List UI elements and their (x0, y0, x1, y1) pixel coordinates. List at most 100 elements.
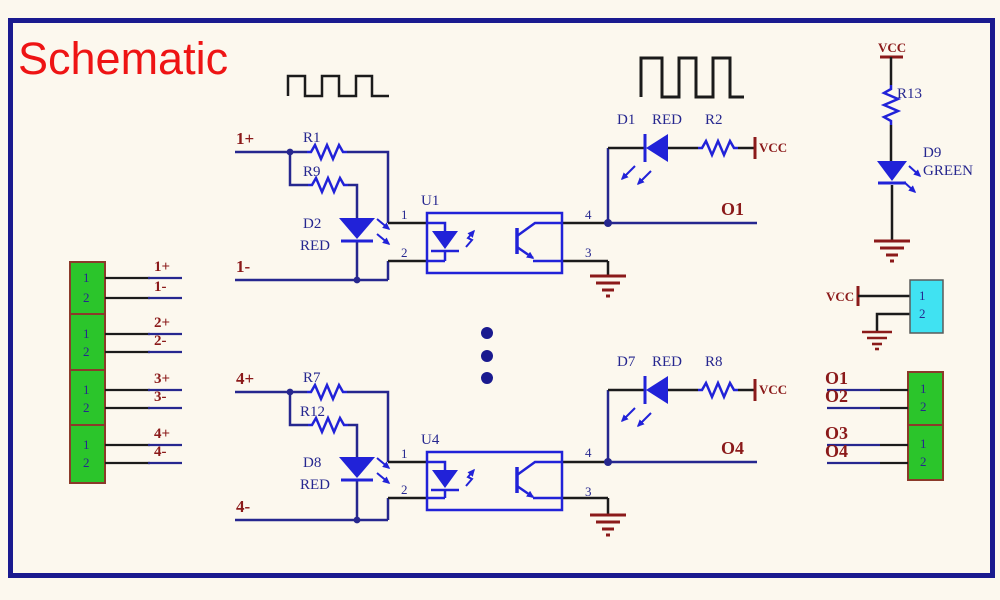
resistor-r1 (307, 141, 347, 163)
opto-u1-icon (425, 211, 564, 275)
r13-label: R13 (897, 86, 923, 102)
resistor-r2 (698, 137, 738, 159)
ch4-u4-label: U4 (421, 432, 440, 448)
power-conn-vcc-label: VCC (826, 289, 855, 304)
ch1-r9-label: R9 (303, 164, 321, 180)
ch4-d8-color-label: RED (300, 477, 330, 493)
input-terminal-blocks (69, 261, 106, 484)
ch1-output-label: O1 (721, 199, 745, 219)
channel1-wires (235, 148, 757, 282)
input-block1-pin2: 2 (83, 290, 90, 305)
page-border (8, 18, 995, 578)
ch4-d7-color-label: RED (652, 354, 682, 370)
output-terminal-wires (827, 388, 908, 465)
input-row-label-1n: 1- (154, 279, 167, 295)
ch4-d8-label: D8 (303, 455, 322, 471)
ch4-vcc-label: VCC (759, 382, 788, 397)
ch1-pin1-label: 1 (401, 207, 408, 222)
led-d9-icon (877, 161, 922, 194)
ch4-r8-label: R8 (705, 354, 723, 370)
resistor-r12 (308, 414, 348, 436)
ch1-input-pos-label: 1+ (236, 129, 255, 148)
ch1-pin3-label: 3 (585, 245, 592, 260)
output-row-label-o4: O4 (825, 441, 849, 461)
ground-ch4-icon (590, 513, 626, 537)
power-vcc-label: VCC (878, 40, 907, 55)
opto-u4-icon (425, 450, 564, 512)
input-block4-pin1: 1 (83, 437, 90, 452)
output-row-label-o3: O3 (825, 423, 849, 443)
output-block2-pin2: 2 (920, 454, 927, 469)
input-row-label-3p: 3+ (154, 371, 171, 387)
ch4-pin2-label: 2 (401, 482, 408, 497)
input-block4-pin2: 2 (83, 455, 90, 470)
output-block1-pin2: 2 (920, 399, 927, 414)
ch4-d7-label: D7 (617, 354, 636, 370)
ch4-r12-label: R12 (300, 404, 326, 420)
power-connector-wires (856, 286, 910, 351)
d9-label: D9 (923, 145, 942, 161)
ch4-input-neg-label: 4- (236, 497, 251, 516)
ground-ch1-icon (590, 274, 626, 298)
led-d1-icon (620, 134, 668, 186)
resistor-r9 (308, 174, 348, 196)
ch1-r1-label: R1 (303, 130, 321, 146)
input-row-label-1p: 1+ (154, 259, 171, 275)
power-connector-block (909, 279, 944, 334)
channel4-stubs (388, 388, 754, 515)
junction-dots (286, 148, 612, 524)
ch1-d1-label: D1 (617, 112, 636, 128)
ch1-d1-color-label: RED (652, 112, 682, 128)
channel1-resistors (307, 137, 738, 196)
ch1-input-neg-label: 1- (236, 257, 251, 276)
ch1-pin2-label: 2 (401, 245, 408, 260)
output-terminal-blocks (907, 371, 944, 481)
input-row-label-2n: 2- (154, 333, 167, 349)
page-title: Schematic (18, 33, 229, 84)
ch1-d2-color-label: RED (300, 238, 330, 254)
input-block1-pin1: 1 (83, 270, 90, 285)
output-row-label-o1: O1 (825, 368, 849, 388)
ch1-u1-label: U1 (421, 193, 440, 209)
output-block2-pin1: 1 (920, 436, 927, 451)
ch1-vcc-label: VCC (759, 140, 788, 155)
power-conn-pin2-label: 2 (919, 306, 926, 321)
input-row-label-4n: 4- (154, 444, 167, 460)
output-row-label-o2: O2 (825, 386, 849, 406)
ch1-r2-label: R2 (705, 112, 723, 128)
channel4-wires (235, 390, 757, 522)
input-terminal-wires (105, 276, 182, 465)
power-led-branch (874, 55, 922, 263)
ch4-pin4-label: 4 (585, 445, 592, 460)
ch4-pin3-label: 3 (585, 484, 592, 499)
led-d2-icon (339, 218, 391, 245)
d9-color-label: GREEN (923, 163, 973, 179)
ch4-pin1-label: 1 (401, 446, 408, 461)
ch4-output-label: O4 (721, 438, 745, 458)
ch4-input-pos-label: 4+ (236, 369, 255, 388)
input-block3-pin2: 2 (83, 400, 90, 415)
ground-conn-icon (862, 330, 892, 351)
power-conn-pin1-label: 1 (919, 288, 926, 303)
ellipsis-dots-icon (481, 327, 493, 384)
input-block2-pin2: 2 (83, 344, 90, 359)
ch1-pin4-label: 4 (585, 207, 592, 222)
square-wave-right-icon (639, 56, 744, 99)
resistor-r13 (880, 85, 902, 125)
ch1-d2-label: D2 (303, 216, 322, 232)
input-block2-pin1: 1 (83, 326, 90, 341)
led-d8-icon (339, 457, 391, 484)
input-row-label-4p: 4+ (154, 426, 171, 442)
ch4-r7-label: R7 (303, 370, 321, 386)
input-block3-pin1: 1 (83, 382, 90, 397)
output-block1-pin1: 1 (920, 381, 927, 396)
resistor-r7 (307, 381, 347, 403)
ground-d9-icon (874, 239, 910, 263)
led-d7-icon (620, 376, 668, 428)
channel1-stubs (388, 146, 754, 276)
channel4-resistors (307, 379, 738, 436)
square-wave-left-icon (286, 74, 389, 98)
input-row-label-3n: 3- (154, 389, 167, 405)
